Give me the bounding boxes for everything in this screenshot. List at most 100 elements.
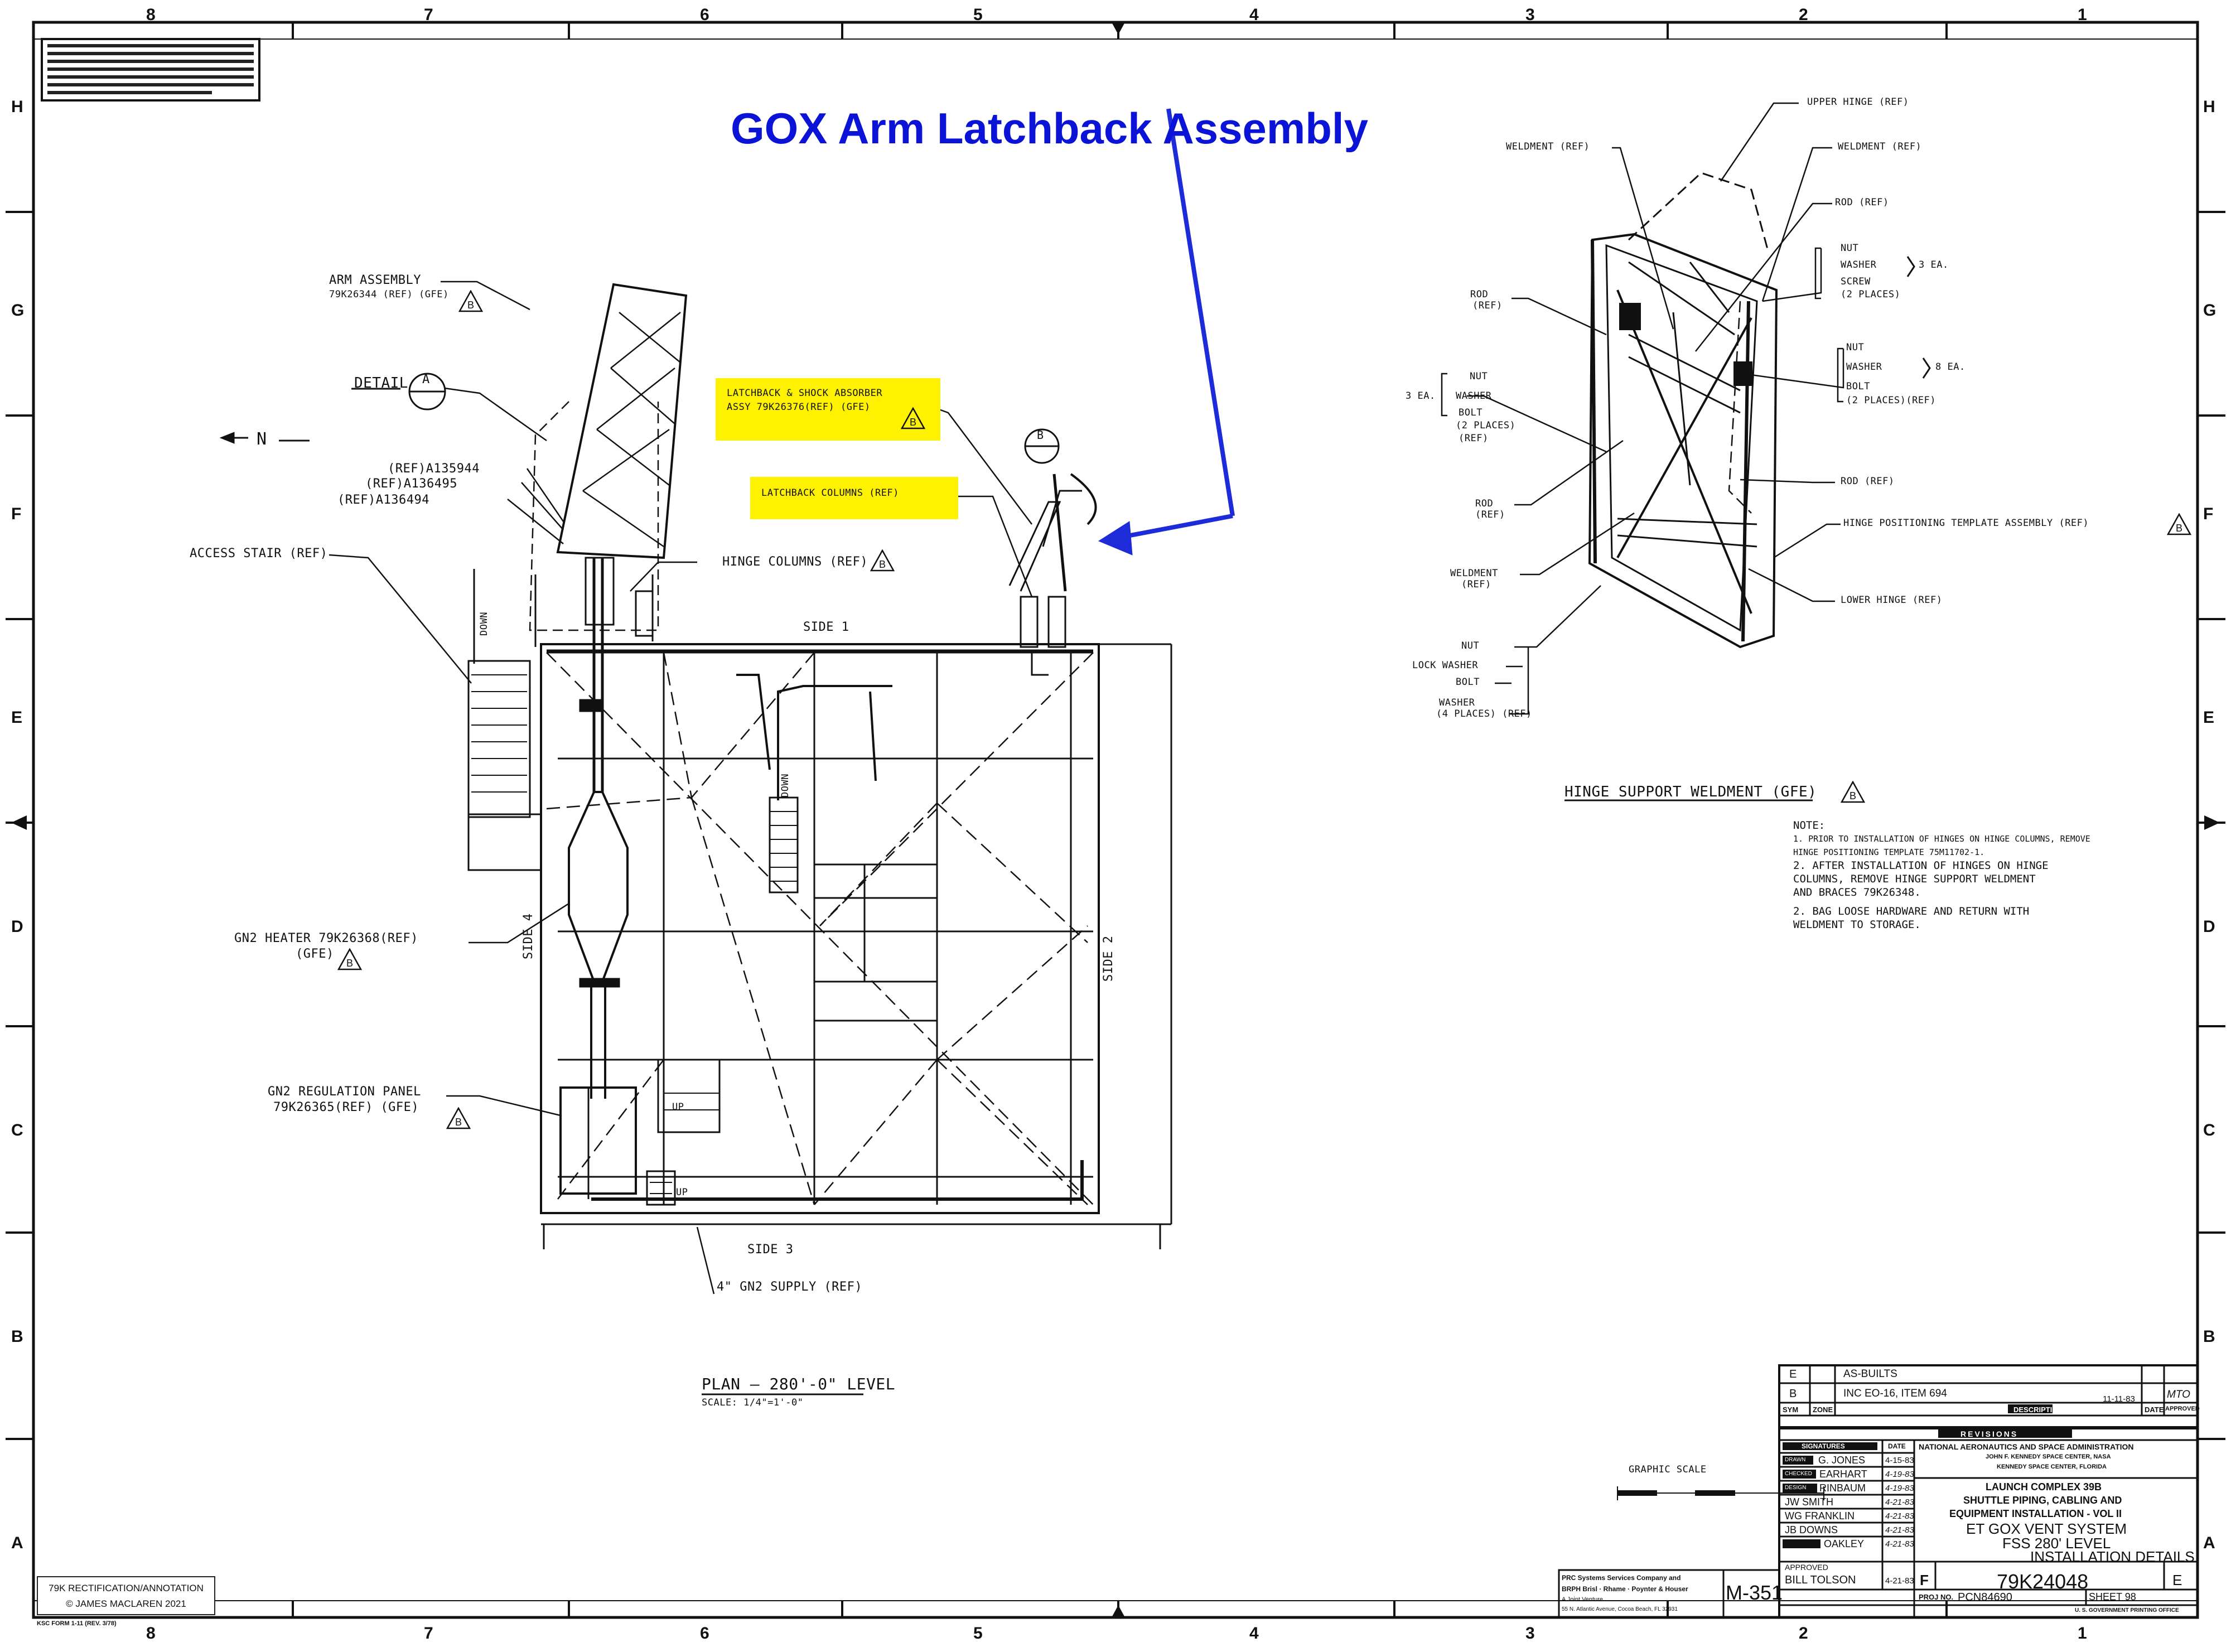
sig-approved: APPROVED (1785, 1563, 1828, 1572)
drawing-title-4: ET GOX VENT SYSTEM (1966, 1520, 2127, 1537)
plan-view (467, 283, 1172, 1249)
lock-washer-label: LOCK WASHER (1412, 660, 1479, 671)
contractor-line-3: A Joint Venture (1562, 1596, 1603, 1603)
sig-drawn-name: G. JONES (1818, 1455, 1866, 1466)
note-3a: 2. BAG LOOSE HARDWARE AND RETURN WITH (1793, 905, 2030, 917)
zone-top-2: 2 (1799, 6, 1808, 24)
detail-a-letter: A (422, 373, 430, 387)
sig-design: DESIGN (1785, 1485, 1807, 1491)
weldment-low-label: WELDMENT (1450, 568, 1498, 579)
center-name-1: JOHN F. KENNEDY SPACE CENTER, NASA (1986, 1453, 2111, 1460)
side-4-label: SIDE 4 (521, 913, 535, 959)
zone-top-1: 1 (2078, 6, 2087, 24)
note-1b: HINGE POSITIONING TEMPLATE 75M11702-1. (1793, 847, 1985, 857)
up-label: UP (672, 1102, 684, 1113)
zone-left-d: D (11, 917, 23, 936)
up-label-lower: UP (676, 1187, 688, 1198)
drawing-title-3: EQUIPMENT INSTALLATION - VOL II (1949, 1508, 2122, 1519)
nut3-label: NUT (1470, 371, 1488, 382)
nut2-label: NUT (1846, 342, 1865, 353)
rev-e-desc: AS-BUILTS (1843, 1368, 1897, 1380)
graphic-scale-label: GRAPHIC SCALE (1629, 1464, 1707, 1475)
rev-b-triangle: B (1841, 781, 1865, 803)
zone-right-c: C (2203, 1121, 2215, 1139)
rod-mid-ref: (REF) (1475, 509, 1505, 520)
sheet-number: SHEET 98 (2089, 1591, 2136, 1602)
bolt2-label: BOLT (1846, 381, 1870, 392)
zone-left-c: C (11, 1121, 23, 1139)
detail-label: DETAIL (354, 375, 408, 392)
hinge-support-title: HINGE SUPPORT WELDMENT (GFE) (1564, 784, 1817, 800)
rod-ref-label: ROD (REF) (1835, 197, 1889, 208)
latchback-shock-highlight (716, 378, 940, 441)
north-arrow (219, 432, 310, 444)
drawing-title-6: INSTALLATION DETAILS (2030, 1548, 2195, 1565)
zone-right-b: B (2203, 1327, 2215, 1346)
rev-b-approved: MTO (2167, 1389, 2190, 1400)
zone-right-f: F (2203, 505, 2214, 523)
bolt4-label: BOLT (1456, 677, 1480, 688)
detail-markers (408, 373, 1060, 464)
sig-7-name: OAKLEY (1824, 1538, 1865, 1549)
sig-4-name: JW SMITH (1785, 1496, 1833, 1508)
svg-text:B: B (2176, 523, 2182, 534)
latchback-shock-label: LATCHBACK & SHOCK ABSORBER (727, 388, 883, 399)
svg-text:B: B (1849, 790, 1856, 801)
gov-printing: U. S. GOVERNMENT PRINTING OFFICE (2075, 1607, 2179, 1614)
ref-a136494: (REF)A136494 (337, 493, 429, 507)
two-places3-label: (2 PLACES) (1456, 420, 1516, 431)
note-2a: 2. AFTER INSTALLATION OF HINGES ON HINGE (1793, 859, 2049, 872)
graphic-scale (1617, 1486, 1824, 1500)
weldment-iso (1588, 172, 1778, 649)
sig-drawn-date: 4-15-83 (1885, 1456, 1914, 1465)
zone-top-7: 7 (424, 6, 433, 24)
credit-line-2: © JAMES MACLAREN 2021 (66, 1598, 186, 1609)
rev-b-triangle: B (458, 290, 483, 312)
hinge-columns-label: HINGE COLUMNS (REF) (722, 555, 868, 569)
sig-6-date: 4-21-83 (1885, 1525, 1914, 1535)
rev-e-sym: E (1789, 1368, 1797, 1380)
svg-text:B: B (346, 958, 353, 969)
credit-line-1: 79K RECTIFICATION/ANNOTATION (49, 1583, 204, 1593)
side-3-label: SIDE 3 (747, 1243, 794, 1257)
four-places-label: (4 PLACES) (REF) (1436, 708, 1532, 719)
sig-5-date: 4-21-83 (1885, 1511, 1914, 1521)
zone-bottom-3: 3 (1525, 1624, 1535, 1643)
down-label-inner: DOWN (780, 774, 791, 798)
latchback-columns-label: LATCHBACK COLUMNS (REF) (761, 487, 899, 499)
two-places-label: (2 PLACES) (1841, 289, 1901, 300)
zone-right-e: E (2203, 708, 2215, 727)
warning-stamp (41, 38, 260, 102)
hinge-template-label: HINGE POSITIONING TEMPLATE ASSEMBLY (REF… (1843, 518, 2089, 529)
north-label: N (257, 429, 267, 449)
side-1-label: SIDE 1 (803, 620, 849, 634)
washer3-label: WASHER (1456, 390, 1492, 402)
title-arrow (1098, 108, 1235, 556)
plan-title: PLAN – 280'-0" LEVEL (702, 1375, 896, 1393)
rev-b-triangle: B (337, 948, 362, 970)
col-desc: DESCRIPTION (2013, 1405, 2063, 1414)
sig-approved-name: BILL TOLSON (1785, 1574, 1856, 1586)
rod-mid-label: ROD (1475, 498, 1494, 509)
zone-right-a: A (2203, 1534, 2215, 1552)
zone-left-f: F (11, 505, 22, 523)
proj-label: PROJ NO. (1919, 1593, 1954, 1601)
ksc-form-id: KSC FORM 1-11 (REV. 3/78) (37, 1620, 117, 1627)
col-approved: APPROVED (2165, 1405, 2200, 1412)
drawing-title-1: LAUNCH COMPLEX 39B (1986, 1481, 2102, 1492)
size-letter: F (1920, 1572, 1929, 1588)
col-sym: SYM (1783, 1405, 1799, 1414)
washer2-label: WASHER (1846, 361, 1882, 373)
drawing-title-5: FSS 280' LEVEL (2002, 1535, 2111, 1552)
rod-ref2-label: ROD (REF) (1841, 476, 1895, 487)
washer-label: WASHER (1841, 259, 1877, 270)
proj-number: PCN84690 (1958, 1591, 2012, 1603)
signature-date-header: DATE (1888, 1442, 1906, 1450)
gn2-panel-ref: 79K26365(REF) (GFE) (273, 1100, 419, 1114)
sig-7-date: 4-21-83 (1885, 1539, 1914, 1549)
sig-4-date: 4-21-83 (1885, 1498, 1914, 1507)
contractor-line-1: PRC Systems Services Company and (1562, 1574, 1681, 1582)
zone-left-g: G (11, 301, 25, 320)
drawing-title-2: SHUTTLE PIPING, CABLING AND (1963, 1495, 2122, 1506)
two-places-ref-label: (2 PLACES)(REF) (1846, 395, 1937, 406)
